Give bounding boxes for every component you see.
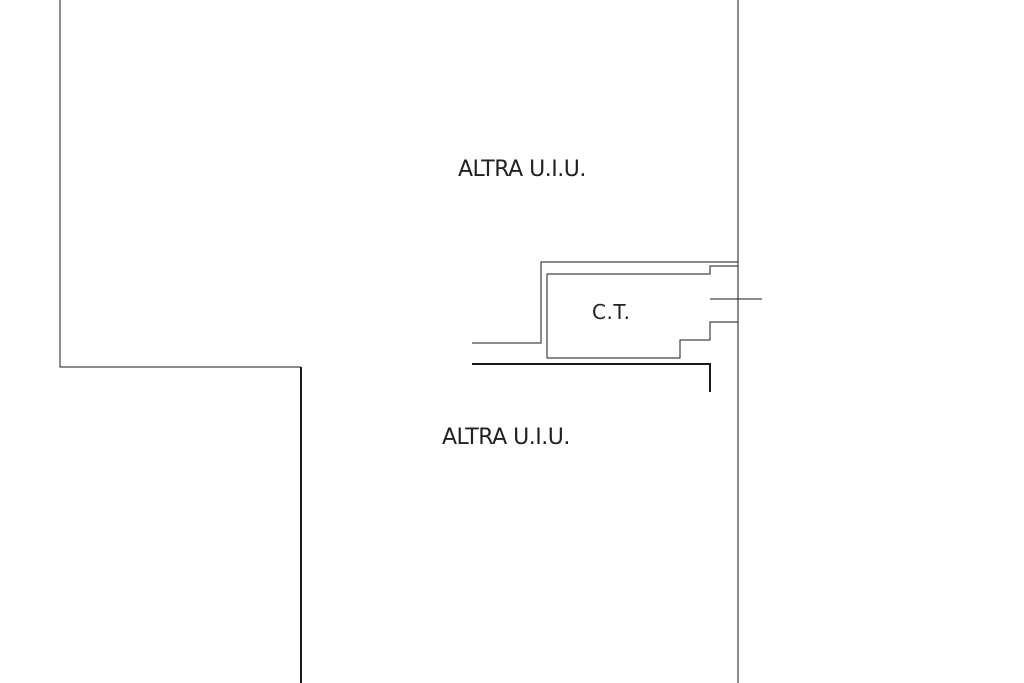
partition-wall-lower	[472, 363, 711, 392]
room-label-lower: ALTRA U.I.U.	[442, 425, 570, 450]
boiler-room-inner-wall	[546, 265, 738, 359]
boiler-room-outer-wall	[472, 261, 738, 344]
room-label-upper: ALTRA U.I.U.	[458, 157, 586, 182]
wall-left-upper	[59, 0, 301, 368]
room-label-boiler: C.T.	[592, 300, 631, 324]
